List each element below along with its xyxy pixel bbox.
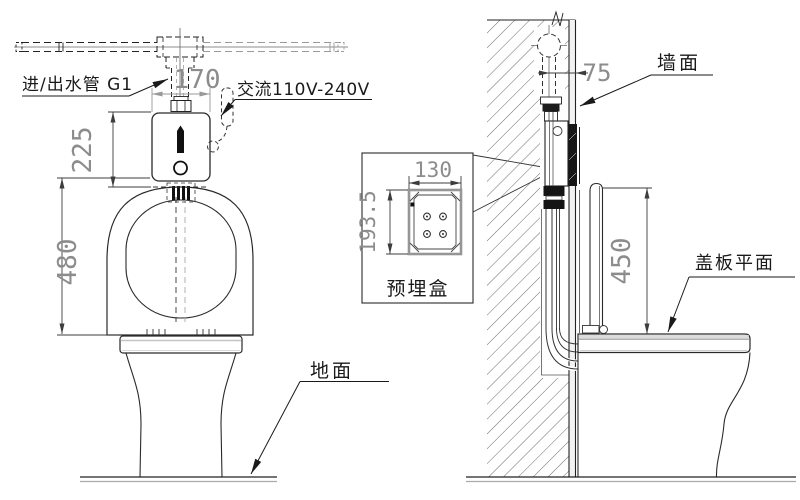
dimension-450: 450	[603, 187, 652, 334]
flush-mark-icon	[177, 125, 184, 153]
label-wall-surface: 墙面	[657, 52, 701, 74]
callout-ground: 地面	[250, 360, 389, 475]
label-ground: 地面	[310, 360, 354, 382]
power-conduit	[207, 87, 234, 153]
pipe-fittings	[540, 96, 562, 122]
flusher-valve-box	[151, 96, 211, 188]
callout-ac-power: 交流110V-240V	[220, 80, 372, 117]
front-view: 170 225 480 进/出水管 G1 交流110V-240V	[14, 28, 389, 483]
dim-130: 130	[414, 158, 452, 182]
callout-wall-surface: 墙面	[579, 52, 713, 107]
toilet-front-body	[106, 186, 254, 336]
sensor-window-icon	[173, 160, 188, 176]
concealed-supply-pipe	[531, 25, 567, 98]
dimension-480: 480	[53, 177, 150, 336]
solenoid-valve	[543, 186, 565, 209]
dimension-170: 170	[151, 65, 221, 112]
flush-pipes	[544, 190, 580, 371]
spray-head	[166, 182, 196, 203]
pedestal-front	[125, 352, 237, 478]
supply-pipe-horizontal	[14, 36, 348, 58]
label-cover-plate-plane: 盖板平面	[695, 253, 775, 274]
dimension-225: 225	[68, 111, 151, 188]
callout-cover-plate-plane: 盖板平面	[667, 253, 795, 333]
dimension-75: 75	[538, 59, 611, 87]
embedded-box-detail: 130 193.5 预埋盒	[356, 152, 550, 304]
dimension-193-5: 193.5	[356, 189, 408, 255]
cover-plate-side	[582, 182, 608, 334]
dim-193-5: 193.5	[356, 190, 380, 253]
dim-480: 480	[53, 239, 83, 286]
toilet-side-body	[577, 333, 751, 478]
flusher-face-plate	[568, 124, 580, 186]
side-view: 75 450 墙面 盖板平面	[466, 10, 796, 483]
seat-slab-front	[119, 335, 243, 354]
dim-170: 170	[174, 65, 221, 95]
callout-inlet-outlet-pipe: 进/出水管 G1	[22, 75, 169, 97]
ground-line-side	[466, 476, 796, 483]
dim-75: 75	[583, 59, 612, 87]
detail-title: 预埋盒	[386, 278, 449, 300]
dim-225: 225	[68, 127, 98, 174]
embedded-box-side	[544, 120, 569, 187]
dimension-130: 130	[408, 158, 462, 189]
dim-450: 450	[607, 238, 637, 285]
ground-line-front	[80, 476, 277, 483]
label-ac-power: 交流110V-240V	[237, 80, 370, 100]
label-inlet-outlet-pipe: 进/出水管 G1	[22, 75, 133, 95]
seat-hinges	[146, 329, 216, 336]
